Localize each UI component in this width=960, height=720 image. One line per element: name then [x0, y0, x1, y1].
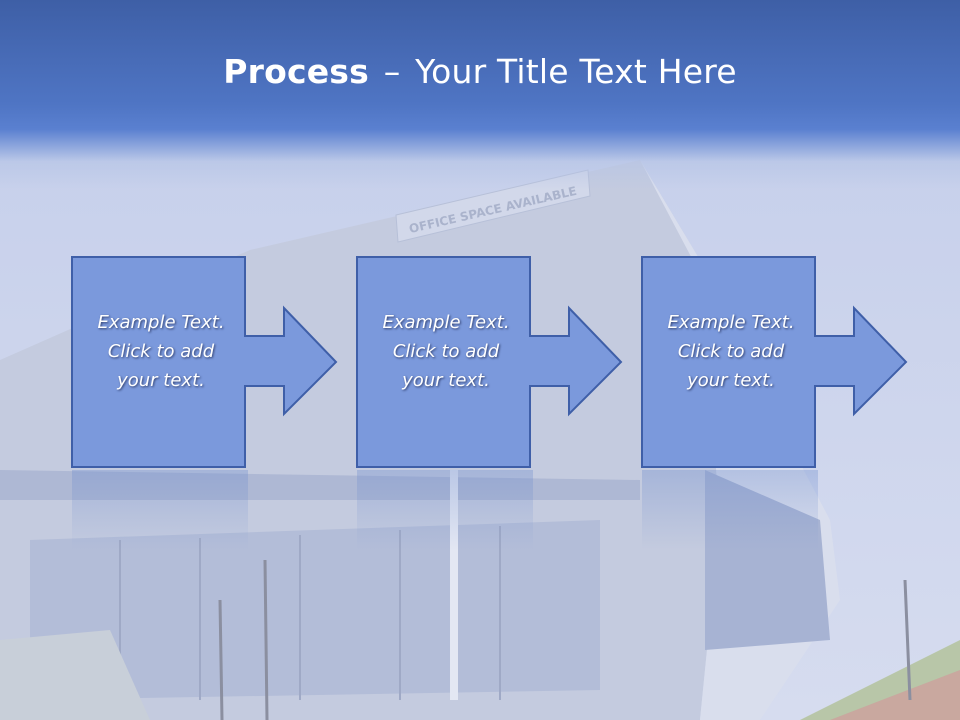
slide-title[interactable]: Process – Your Title Text Here — [0, 52, 960, 91]
title-text: Your Title Text Here — [415, 52, 737, 91]
process-step-3[interactable]: Example Text. Click to add your text. — [641, 256, 912, 468]
arrow-shape — [641, 256, 908, 468]
process-step-2[interactable]: Example Text. Click to add your text. — [356, 256, 627, 468]
step-text[interactable]: Example Text. Click to add your text. — [382, 312, 510, 391]
step-reflection — [642, 470, 818, 550]
step-text[interactable]: Example Text. Click to add your text. — [667, 312, 795, 391]
process-step-1[interactable]: Example Text. Click to add your text. — [71, 256, 342, 468]
title-bar — [0, 0, 960, 190]
step-reflection — [357, 470, 533, 550]
arrow-shape — [71, 256, 338, 468]
arrow-shape — [356, 256, 623, 468]
step-text[interactable]: Example Text. Click to add your text. — [97, 312, 225, 391]
title-dash: – — [383, 52, 401, 91]
title-bold: Process — [223, 52, 369, 91]
step-reflection — [72, 470, 248, 550]
